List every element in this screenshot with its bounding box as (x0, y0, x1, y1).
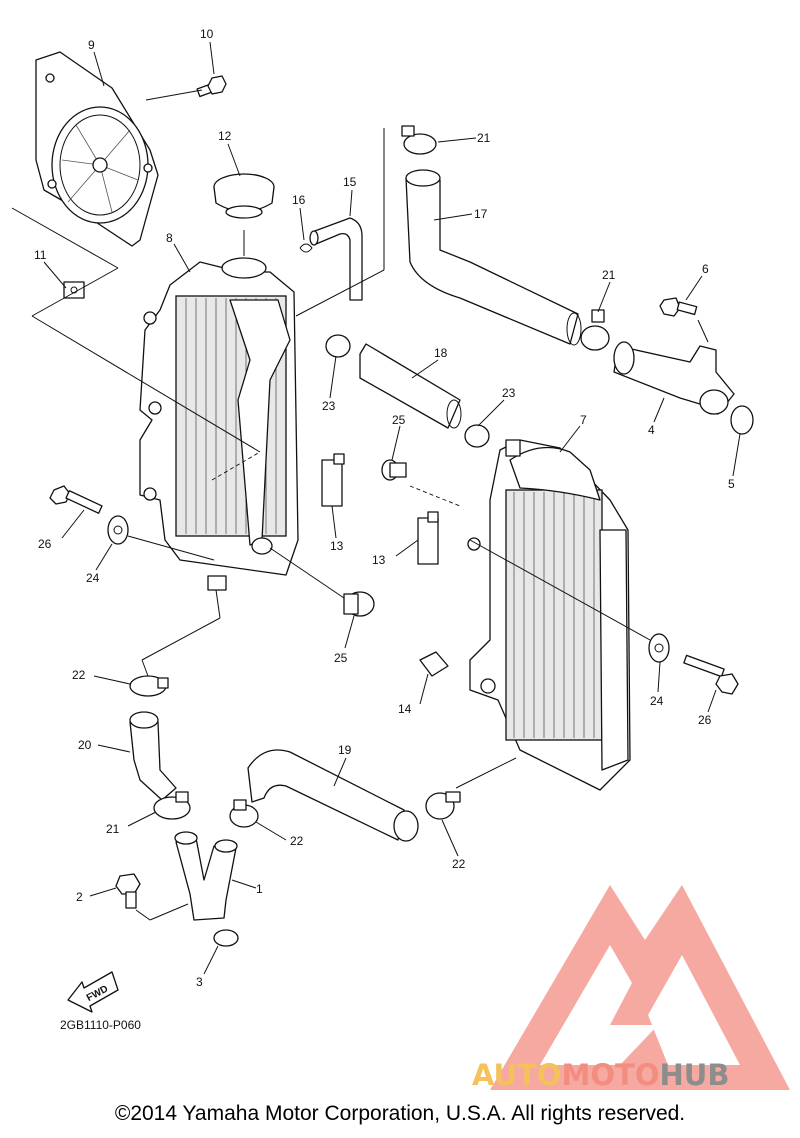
callout-23a: 23 (322, 399, 336, 413)
callout-21b: 21 (602, 268, 616, 282)
callout-8: 8 (166, 231, 173, 245)
bolt-part (196, 75, 227, 98)
hose-15-part (309, 217, 363, 301)
callout-19: 19 (338, 743, 352, 757)
bracket-part (417, 511, 439, 565)
callout-21c: 21 (106, 822, 120, 836)
callout-9: 9 (88, 38, 95, 52)
callout-14: 14 (398, 702, 412, 716)
fan-shroud-part (35, 51, 159, 247)
callout-2: 2 (76, 890, 83, 904)
callout-25b: 25 (334, 651, 348, 665)
callout-11: 11 (34, 248, 47, 262)
callout-25a: 25 (392, 413, 406, 427)
hose-clamp-part (401, 125, 437, 155)
fwd-arrow-icon: FWD (67, 971, 119, 1013)
watermark-moto: MOTO (561, 1058, 660, 1092)
collar-part (381, 459, 407, 481)
assembly-guide-lines (11, 89, 709, 921)
callout-13b: 13 (372, 553, 386, 567)
left-radiator-part (139, 257, 299, 591)
leader-lines (43, 41, 741, 975)
callout-20: 20 (78, 738, 92, 752)
hose-clamp-part (153, 791, 191, 820)
o-ring-part (730, 405, 754, 435)
bolt-part (683, 654, 739, 695)
callout-15: 15 (343, 175, 357, 189)
hose-clamp-part (425, 791, 461, 820)
callout-4: 4 (648, 423, 655, 437)
grommet-part (648, 633, 670, 663)
bolt-part (659, 297, 698, 317)
callout-1: 1 (256, 882, 263, 896)
callout-labels: 9 10 12 15 16 21 17 8 11 21 6 18 23 23 2… (34, 27, 735, 989)
bolt-part (115, 873, 141, 909)
watermark-hub: HUB (659, 1058, 730, 1092)
watermark-text: AUTOMOTOHUB (472, 1058, 729, 1092)
water-pipe-part (613, 341, 735, 415)
callout-21a: 21 (477, 131, 491, 145)
callout-23b: 23 (502, 386, 516, 400)
hose-20-part (129, 711, 177, 801)
callout-24a: 24 (86, 571, 100, 585)
hose-clamp-part (325, 334, 351, 358)
right-radiator-part (467, 439, 631, 791)
collar-part (343, 591, 375, 617)
callout-7: 7 (580, 413, 587, 427)
o-ring-part (213, 929, 239, 947)
hose-clamp-part (580, 309, 610, 351)
watermark-auto: AUTO (472, 1058, 562, 1092)
callout-13a: 13 (330, 539, 344, 553)
automotohub-logo-icon (490, 885, 790, 1090)
damper-part (419, 651, 449, 677)
callout-22a: 22 (72, 668, 86, 682)
hose-clamp-part (229, 799, 259, 828)
upper-hose-part (405, 169, 582, 346)
grommet-part (107, 515, 129, 545)
bracket-part (321, 453, 345, 507)
y-joint-part (174, 831, 238, 921)
callout-26b: 26 (698, 713, 712, 727)
callout-6: 6 (702, 262, 709, 276)
callout-16: 16 (292, 193, 306, 207)
hose-clamp-part (464, 424, 490, 448)
diagram-code: 2GB1110-P060 (60, 1018, 141, 1032)
hose-18-part (359, 343, 462, 429)
callout-5: 5 (728, 477, 735, 491)
lower-hose-part (247, 749, 419, 842)
callout-10: 10 (200, 27, 214, 41)
bolt-part (49, 485, 103, 514)
callout-22c: 22 (452, 857, 466, 871)
clip-nut-part (63, 281, 85, 299)
callout-18: 18 (434, 346, 448, 360)
callout-17: 17 (474, 207, 488, 221)
hose-clamp-part (129, 675, 169, 697)
callout-22b: 22 (290, 834, 304, 848)
clip-part (299, 243, 313, 253)
callout-12: 12 (218, 129, 232, 143)
copyright-notice: ©2014 Yamaha Motor Corporation, U.S.A. A… (114, 1102, 686, 1125)
callout-26a: 26 (38, 537, 52, 551)
callout-24b: 24 (650, 694, 664, 708)
callout-3: 3 (196, 975, 203, 989)
radiator-cap-part (213, 173, 275, 219)
